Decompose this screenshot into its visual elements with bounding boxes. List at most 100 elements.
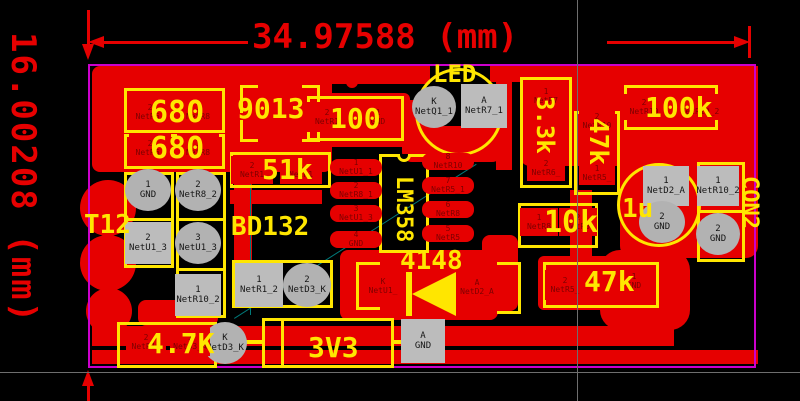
dim-height-label[interactable]: 16.00208 (mm): [3, 32, 43, 325]
silk-label-t12[interactable]: T12: [84, 210, 131, 240]
board-outline[interactable]: [88, 64, 756, 368]
component-outline-r47k-h[interactable]: [543, 262, 659, 308]
silk-label-lm358[interactable]: LM358: [391, 176, 416, 243]
pad-net: NetU1_3: [129, 243, 167, 253]
pad-pin: K: [222, 333, 228, 343]
pad-pin: 2: [543, 159, 549, 168]
pad-net: NetU1_3: [179, 243, 217, 253]
silk-label-led[interactable]: LED: [433, 60, 477, 88]
pad-pin: 2: [304, 275, 310, 285]
pad-net: NetR8_1: [339, 190, 373, 199]
pad-pin: 2: [145, 233, 151, 243]
silk-label-680[interactable]: 680: [150, 95, 205, 130]
silk-label-51k[interactable]: 51k: [262, 153, 313, 186]
component-outline-r680a[interactable]: [124, 88, 225, 133]
pad-net: NetR8: [185, 148, 211, 157]
silk-label-10k[interactable]: 10k: [544, 205, 599, 240]
pad-net: NetR8: [185, 112, 211, 121]
crosshair-vertical: [577, 0, 578, 401]
silk-label-100[interactable]: 100: [330, 102, 381, 135]
silk-label-3v3[interactable]: 3V3: [308, 331, 359, 364]
component-outline-r3k3[interactable]: [520, 77, 572, 188]
pad-net: NetR1: [239, 170, 265, 179]
silk-label-47k[interactable]: 47k: [584, 265, 635, 298]
silk-label-4148[interactable]: 4148: [400, 246, 463, 276]
silk-label-47k[interactable]: 47k: [583, 118, 613, 165]
dim-h-line-right[interactable]: [607, 41, 737, 44]
silk-bracket-9013: [240, 120, 258, 142]
pad-pin: K: [380, 277, 386, 286]
component-outline-r680b[interactable]: [124, 134, 225, 169]
silk-bracket-9013: [240, 85, 258, 113]
pad-net: NetU1_: [368, 286, 398, 295]
pad-pin: 2: [143, 333, 149, 342]
pad-net: GND: [370, 117, 386, 126]
pad-pin: 2: [147, 103, 153, 112]
pad-pin: 1: [187, 333, 193, 342]
silk-label-100k[interactable]: 100k: [645, 91, 713, 124]
silk-label-3.3k[interactable]: 3.3k: [531, 96, 559, 154]
pad-net: NetR7_1: [465, 106, 503, 116]
dim-h-line-left[interactable]: [96, 41, 248, 44]
silk-label-bd132[interactable]: BD132: [231, 212, 310, 242]
dim-width-label[interactable]: 34.97588 (mm): [252, 17, 519, 57]
pad-pin: 1: [195, 139, 201, 148]
dim-v-line-top[interactable]: [87, 10, 90, 46]
pad-pin: 2: [249, 161, 255, 170]
pad-net: NetR1: [288, 170, 314, 179]
silk-label-9013[interactable]: 9013: [237, 92, 305, 125]
silk-divider-con2: [697, 210, 745, 213]
silk-label-680[interactable]: 680: [150, 131, 205, 166]
pad-net: NetR1: [314, 117, 340, 126]
silk-label-4.7k[interactable]: 4.7K: [147, 327, 215, 360]
dim-v-line-bottom[interactable]: [87, 386, 90, 401]
silk-label-1u[interactable]: 1u: [622, 194, 654, 224]
silk-label-con2[interactable]: CON2: [737, 176, 762, 229]
